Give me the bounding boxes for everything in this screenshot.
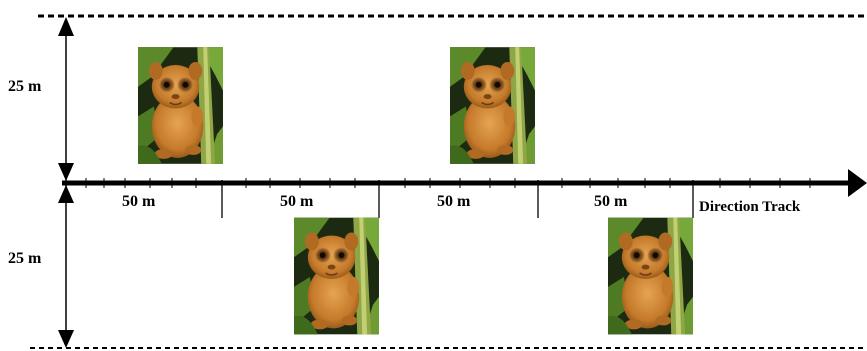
arrow-up-icon [58,17,74,36]
top-width-label: 25 m [8,78,42,95]
direction-track-label: Direction Track [699,199,801,215]
segment-label-4: 50 m [594,193,628,210]
bottom-width-label: 25 m [8,250,42,267]
tarsier-photo [608,217,693,335]
arrow-down-icon [58,163,74,181]
track-ticks [85,178,811,188]
segment-label-2: 50 m [280,193,314,210]
tarsier-photo [294,217,379,335]
segment-label-3: 50 m [437,193,471,210]
tarsier-photo [138,47,223,164]
track-arrowhead-icon [848,169,867,197]
segment-label-1: 50 m [122,193,156,210]
arrow-down-icon [58,330,74,348]
arrow-up-icon [58,185,74,203]
tarsier-photo [450,47,535,164]
